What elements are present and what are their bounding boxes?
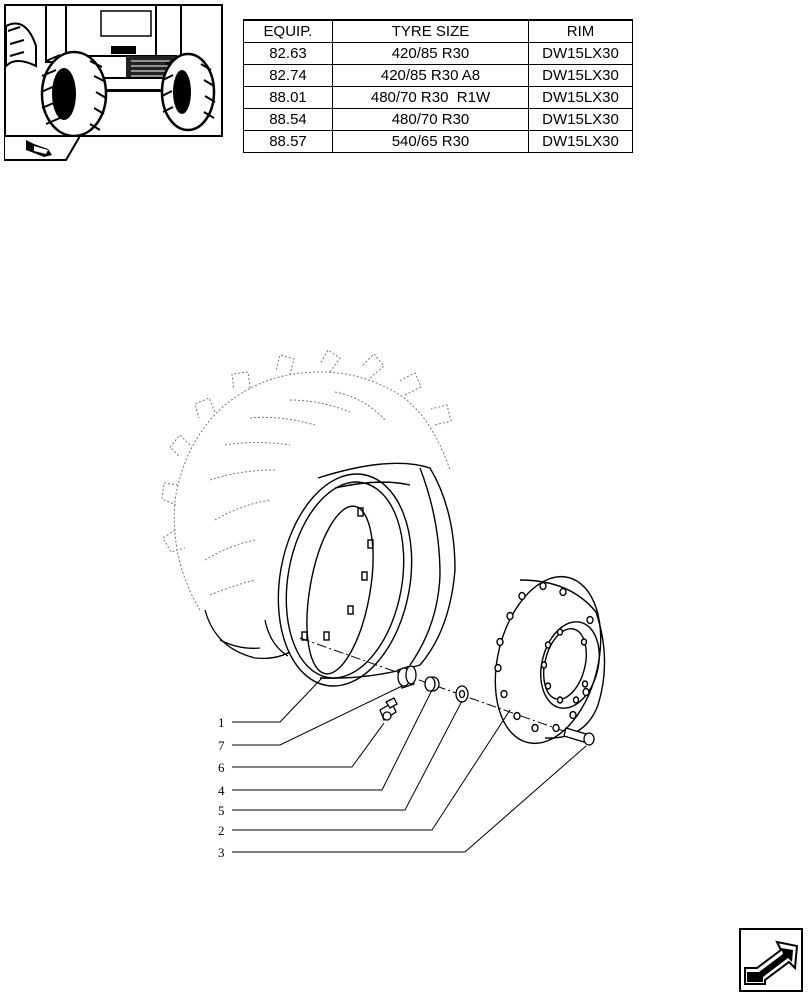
table-row: 82.63 420/85 R30 DW15LX30: [243, 42, 633, 65]
equip-cell: 88.54: [243, 108, 333, 131]
valve-part: [379, 697, 398, 721]
washer-part: [455, 685, 469, 703]
table-header-row: EQUIP. TYRE SIZE RIM: [243, 19, 633, 43]
next-page-arrow-icon: [739, 928, 803, 992]
nut-part: [424, 676, 440, 692]
callout-7: 7: [218, 738, 225, 753]
tyre-rim-table: EQUIP. TYRE SIZE RIM 82.63 420/85 R30 DW…: [243, 19, 633, 153]
callout-1: 1: [218, 715, 225, 730]
bolt-part: [563, 727, 595, 746]
tyre-outline: [161, 349, 452, 611]
tyre-size-cell: 420/85 R30: [332, 42, 529, 65]
tyre-size-cell: 420/85 R30 A8: [332, 64, 529, 87]
callout-leaders: [232, 677, 587, 853]
wheel-disc: [494, 575, 606, 745]
callout-5: 5: [218, 803, 225, 818]
table-row: 82.74 420/85 R30 A8 DW15LX30: [243, 64, 633, 87]
callout-3: 3: [218, 845, 225, 860]
equip-cell: 88.57: [243, 130, 333, 153]
tyre-lower: [204, 609, 291, 660]
rim-cell: DW15LX30: [528, 130, 633, 153]
table-row: 88.57 540/65 R30 DW15LX30: [243, 130, 633, 153]
tractor-thumbnail: [4, 4, 223, 137]
callout-4: 4: [218, 783, 225, 798]
rim-cell: DW15LX30: [528, 64, 633, 87]
equip-cell: 88.01: [243, 86, 333, 109]
equip-cell: 82.74: [243, 64, 333, 87]
next-page-button[interactable]: [739, 928, 803, 992]
flag-pointer-icon: [3, 135, 82, 161]
disc-bolt-holes: [494, 581, 594, 733]
spacer-part: [397, 665, 417, 689]
callout-6: 6: [218, 760, 225, 775]
rim: [277, 462, 456, 687]
callout-numbers: 1 7 6 4 5 2 3: [218, 715, 225, 860]
thumbnail-tab[interactable]: [3, 135, 82, 161]
callout-2: 2: [218, 823, 225, 838]
tractor-front-image: [6, 6, 216, 135]
tyre-size-cell: 540/65 R30: [332, 130, 529, 153]
